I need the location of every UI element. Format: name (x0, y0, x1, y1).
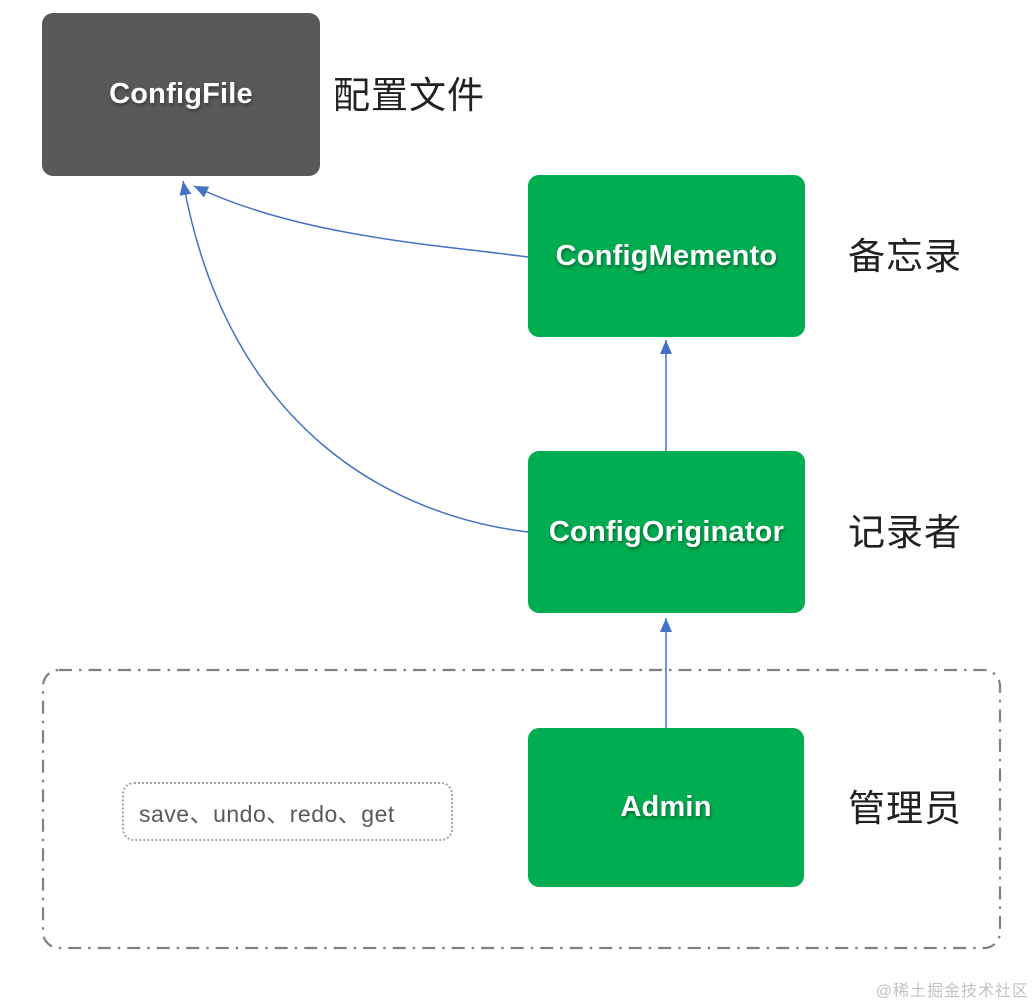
annotation-admin: 管理员 (848, 788, 962, 829)
annotation-config-originator: 记录者 (848, 512, 962, 553)
edge-originator-to-configfile-arrow (179, 180, 529, 533)
watermark: @稀土掘金技术社区 (875, 983, 1029, 1000)
node-config-memento-label: ConfigMemento (555, 239, 778, 272)
method-note-box: save、undo、redo、get (122, 782, 453, 841)
annotation-config-file: 配置文件 (333, 75, 485, 116)
node-config-originator-label: ConfigOriginator (548, 515, 785, 548)
edge-memento-to-configfile-arrow (193, 185, 529, 258)
node-config-file-label: ConfigFile (109, 78, 253, 110)
node-admin-label: Admin (620, 791, 712, 823)
method-note-text: save、undo、redo、get (139, 800, 395, 827)
node-config-memento: ConfigMemento (528, 175, 805, 337)
node-config-file: ConfigFile (42, 13, 320, 176)
node-config-originator: ConfigOriginator (528, 451, 805, 613)
node-admin: Admin (528, 728, 804, 887)
annotation-config-memento: 备忘录 (848, 236, 962, 277)
